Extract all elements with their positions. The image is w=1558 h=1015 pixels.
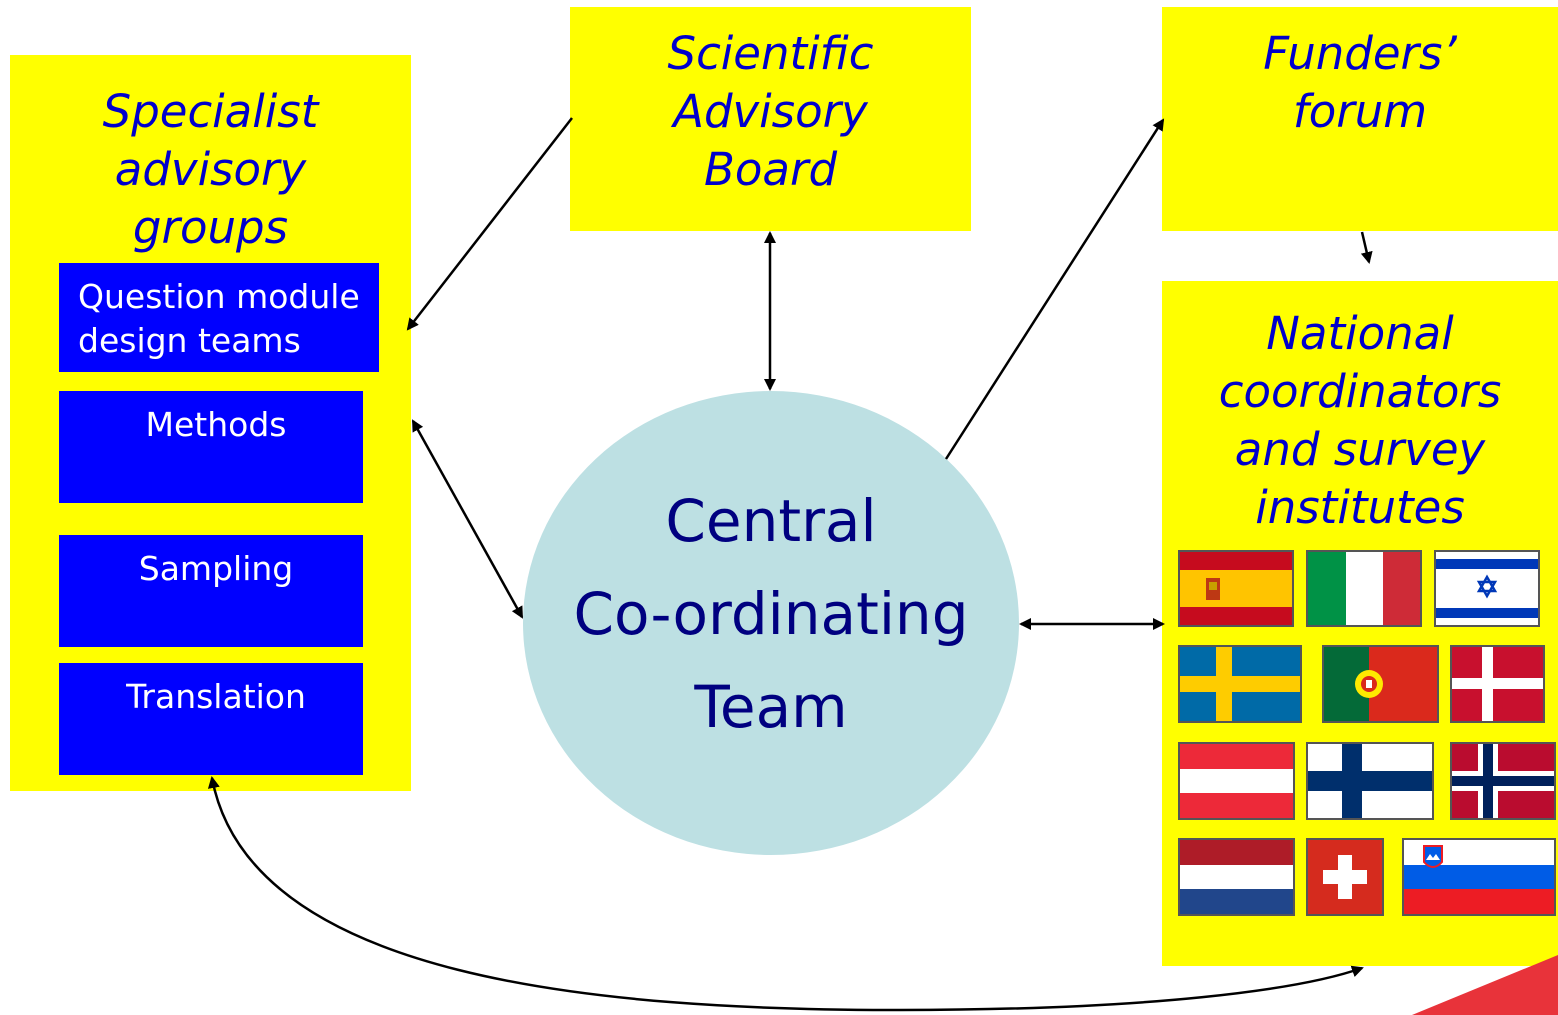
arrow-funders-to-national [1360, 231, 1373, 264]
spain-flag [1178, 550, 1294, 627]
norway-flag [1450, 742, 1556, 820]
sampling-box: Sampling [59, 535, 363, 647]
question-module-design-teams-label: Question module design teams [78, 277, 360, 360]
central-coordinating-team-label: Central Co-ordinating Team [573, 487, 969, 741]
arrow-translation-national [207, 776, 1364, 1012]
sweden-flag [1178, 645, 1302, 723]
portugal-flag [1322, 645, 1439, 723]
arrow-board-to-specialist [406, 117, 573, 331]
israel-flag [1434, 550, 1540, 627]
denmark-flag [1450, 645, 1545, 723]
translation-label: Translation [126, 677, 306, 716]
question-module-design-teams-box: Question module design teams [59, 263, 379, 372]
arrow-specialist-central [411, 419, 524, 619]
funders-forum-box: Funders’ forum [1162, 7, 1558, 231]
sampling-label: Sampling [138, 549, 294, 588]
national-coordinators-title: National coordinators and survey institu… [1218, 307, 1502, 534]
corner-accent-shape [1412, 955, 1558, 1015]
methods-label: Methods [145, 405, 287, 444]
funders-forum-title: Funders’ forum [1263, 27, 1457, 138]
italy-flag [1306, 550, 1422, 627]
methods-box: Methods [59, 391, 363, 503]
scientific-advisory-board-box: Scientific Advisory Board [570, 7, 971, 231]
scientific-advisory-board-title: Scientific Advisory Board [667, 27, 874, 196]
arrow-central-to-funders [944, 118, 1165, 460]
specialist-advisory-groups-title: Specialist advisory groups [102, 85, 319, 254]
slovenia-flag [1402, 838, 1556, 916]
translation-box: Translation [59, 663, 363, 775]
